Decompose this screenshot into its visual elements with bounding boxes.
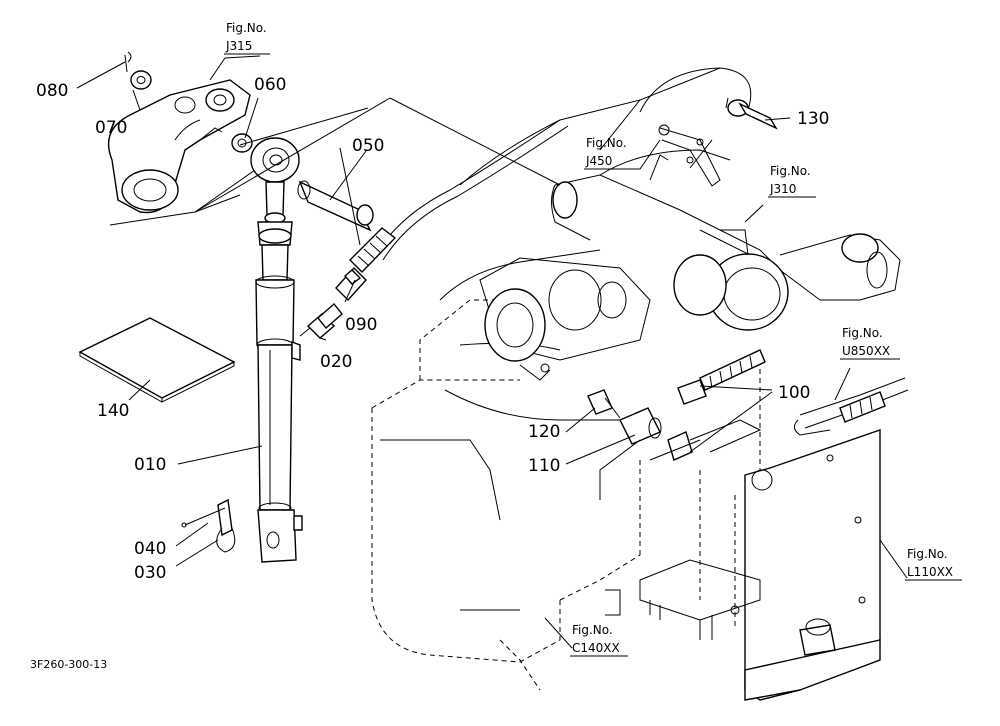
- pin-050-drawing: [297, 180, 374, 232]
- manual-140-drawing: [78, 317, 236, 403]
- part-110-label: 110: [528, 456, 560, 476]
- pin-030-drawing: [181, 498, 236, 553]
- fig-ref-caption: Fig.No.: [842, 326, 883, 340]
- fig-ref-caption: Fig.No.: [586, 136, 627, 150]
- drawing-code: 3F260-300-13: [30, 658, 107, 671]
- part-050-label: 050: [352, 136, 384, 156]
- control-valve-drawing: [479, 257, 651, 381]
- part-060-label: 060: [254, 75, 286, 95]
- part-030-label: 030: [134, 563, 166, 583]
- fig-ref-caption: Fig.No.: [907, 547, 948, 561]
- part-070-label: 070: [95, 118, 127, 138]
- fig-ref-code: J310: [769, 182, 796, 196]
- part-020-label: 020: [320, 352, 352, 372]
- linkage-j450-drawing: [649, 124, 721, 187]
- fitting-020-drawing: [299, 302, 343, 339]
- hose-090-drawing: [335, 119, 569, 302]
- part-120-label: 120: [528, 422, 560, 442]
- part-080-label: 080: [36, 81, 68, 101]
- fig-ref-j315: Fig.No. J315: [224, 21, 270, 55]
- fig-ref-code: J315: [225, 39, 252, 53]
- fig-ref-j310: Fig.No. J310: [768, 164, 816, 198]
- pipe-assembly-drawing: [587, 349, 909, 500]
- fig-ref-code: C140XX: [572, 641, 620, 655]
- fig-ref-caption: Fig.No.: [572, 623, 613, 637]
- fig-ref-code: J450: [585, 154, 612, 168]
- fig-ref-caption: Fig.No.: [226, 21, 267, 35]
- leader-lines: [76, 55, 908, 649]
- lift-arm-drawing: [107, 51, 256, 226]
- fig-ref-l110xx: Fig.No. L110XX: [905, 547, 962, 581]
- fig-ref-code: U850XX: [842, 344, 890, 358]
- part-090-label: 090: [345, 315, 377, 335]
- fig-ref-caption: Fig.No.: [770, 164, 811, 178]
- fig-ref-u850xx: Fig.No. U850XX: [840, 326, 900, 360]
- transmission-housing-drawing: [371, 249, 761, 691]
- part-140-label: 140: [97, 401, 129, 421]
- fig-ref-code: L110XX: [907, 565, 953, 579]
- part-010-label: 010: [134, 455, 166, 475]
- part-100-label: 100: [778, 383, 810, 403]
- fig-ref-c140xx: Fig.No. C140XX: [570, 623, 628, 657]
- part-040-label: 040: [134, 539, 166, 559]
- mounting-bracket-drawing: [605, 429, 881, 701]
- hydraulic-cylinder-drawing: [250, 137, 303, 563]
- lever-130-drawing: [725, 97, 778, 130]
- washer-060-drawing: [231, 133, 253, 153]
- fig-ref-j450: Fig.No. J450: [584, 136, 661, 170]
- part-130-label: 130: [797, 109, 829, 129]
